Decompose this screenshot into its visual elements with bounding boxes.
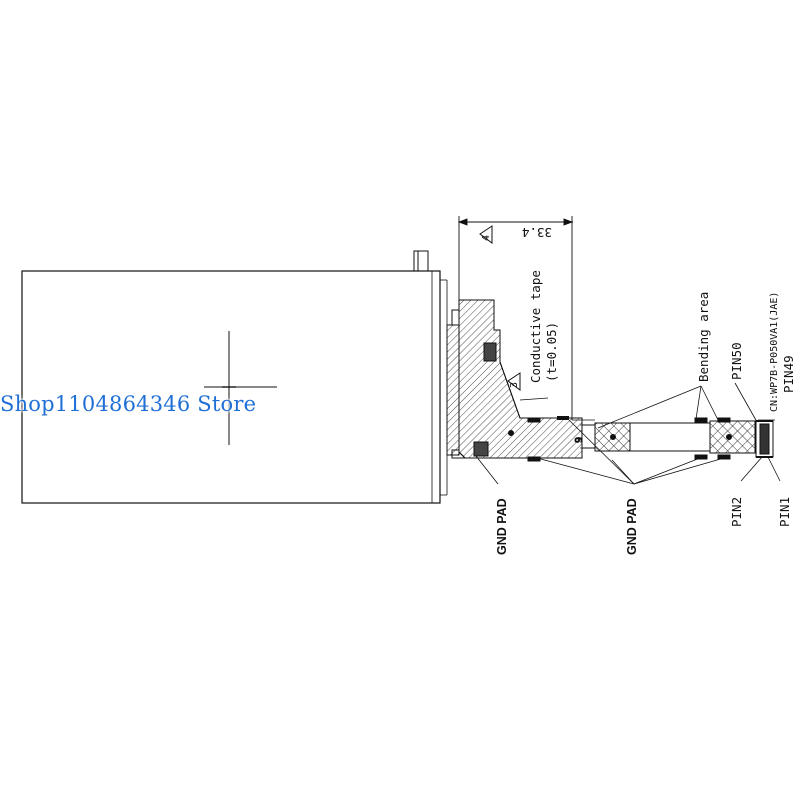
note-3-marker: 3 bbox=[507, 372, 521, 391]
panel-tab bbox=[413, 250, 429, 272]
fpc-tail: 9 bbox=[527, 416, 756, 462]
pin50-label: PIN50 bbox=[729, 342, 744, 380]
note-4-marker: 4 bbox=[479, 225, 493, 244]
connector-label: CN:WP7B-P050VA1(JAE) bbox=[769, 292, 780, 412]
connector bbox=[755, 420, 774, 458]
gnd-pad-left-label: GND PAD bbox=[495, 498, 509, 555]
conductive-tape-label: Conductive tape bbox=[528, 270, 543, 383]
store-watermark: Shop1104864346 Store bbox=[0, 392, 257, 416]
thickness-label: (t=0.05) bbox=[544, 322, 559, 382]
pin2-label: PIN2 bbox=[729, 497, 744, 527]
svg-text:3: 3 bbox=[509, 382, 520, 388]
dimension-text: 33.4 bbox=[522, 225, 552, 240]
pin1-label: PIN1 bbox=[777, 497, 792, 527]
dim-9-label: 9 bbox=[574, 437, 585, 443]
fpc-left-hatched bbox=[446, 299, 583, 459]
leader-lines bbox=[475, 382, 781, 485]
center-crosshair bbox=[204, 331, 277, 445]
bending-area-label: Bending area bbox=[696, 292, 711, 382]
svg-text:4: 4 bbox=[481, 235, 492, 241]
gnd-pad-right-label: GND PAD bbox=[625, 498, 639, 555]
dimension-33-4 bbox=[457, 216, 574, 420]
pin49-label: PIN49 bbox=[781, 355, 796, 393]
